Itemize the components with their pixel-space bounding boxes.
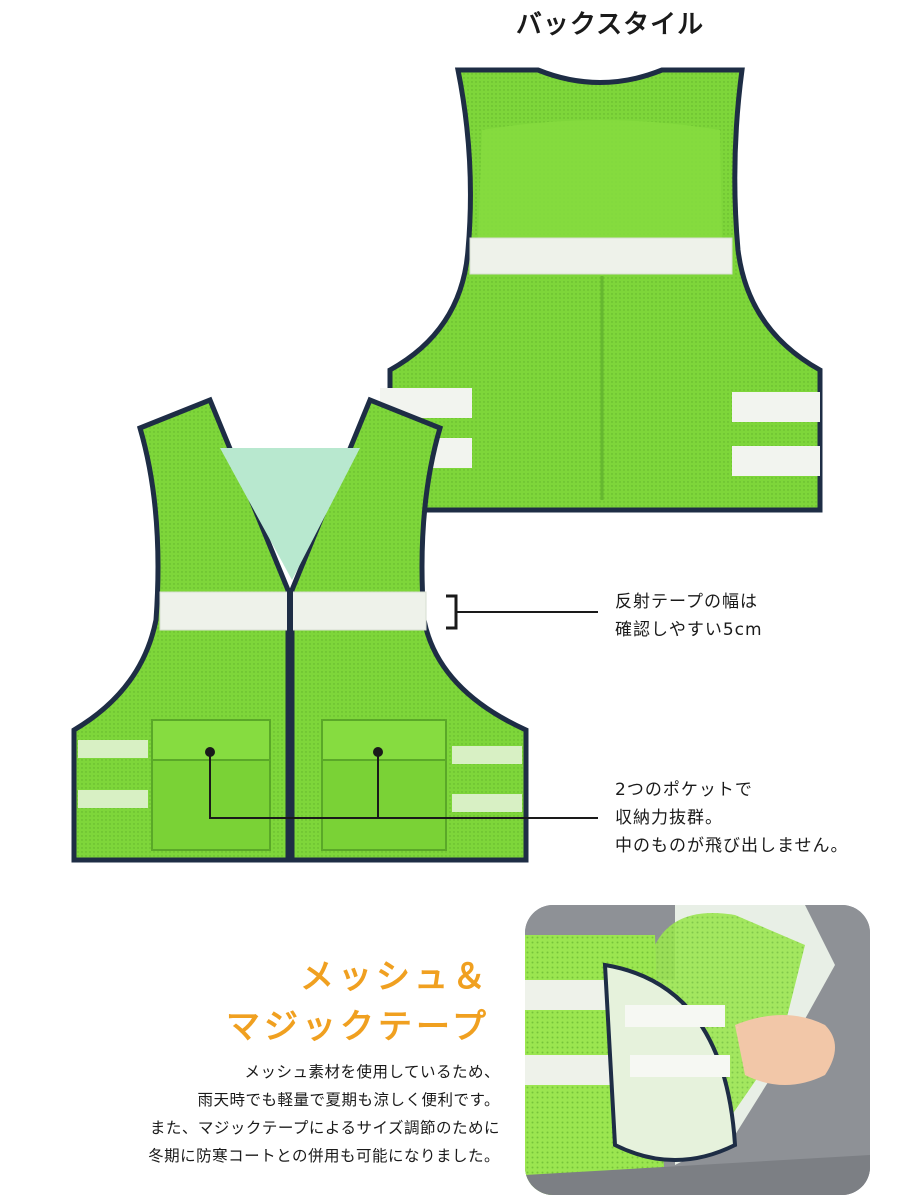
front-vest-image — [71, 396, 529, 863]
annotation-line: 中のものが飛び出しません。 — [615, 836, 849, 856]
back-style-title: バックスタイル — [515, 10, 705, 40]
annotation-line: 反射テープの幅は — [615, 592, 758, 612]
body-line: 冬期に防寒コートとの併用も可能になりました。 — [148, 1147, 500, 1165]
closeup-illustration — [525, 905, 870, 1195]
pockets-annotation: 2つのポケットで 収納力抜群。 中のものが飛び出しません。 — [615, 776, 849, 860]
body-line: 雨天時でも軽量で夏期も涼しく便利です。 — [197, 1091, 500, 1109]
mesh-section-body: メッシュ素材を使用しているため、 雨天時でも軽量で夏期も涼しく便利です。 また、… — [40, 1058, 500, 1170]
heading-line: メッシュ＆ — [300, 957, 490, 997]
body-line: メッシュ素材を使用しているため、 — [244, 1063, 500, 1081]
mesh-section-heading: メッシュ＆ マジックテープ — [180, 952, 490, 1052]
mesh-closeup-photo — [525, 905, 870, 1195]
reflective-tape-annotation: 反射テープの幅は 確認しやすい5cm — [615, 588, 763, 644]
annotation-line: 2つのポケットで — [615, 780, 753, 800]
heading-line: マジックテープ — [226, 1007, 490, 1047]
annotation-line: 収納力抜群。 — [615, 808, 723, 828]
body-line: また、マジックテープによるサイズ調節のために — [149, 1119, 500, 1137]
annotation-line: 確認しやすい5cm — [615, 620, 763, 640]
